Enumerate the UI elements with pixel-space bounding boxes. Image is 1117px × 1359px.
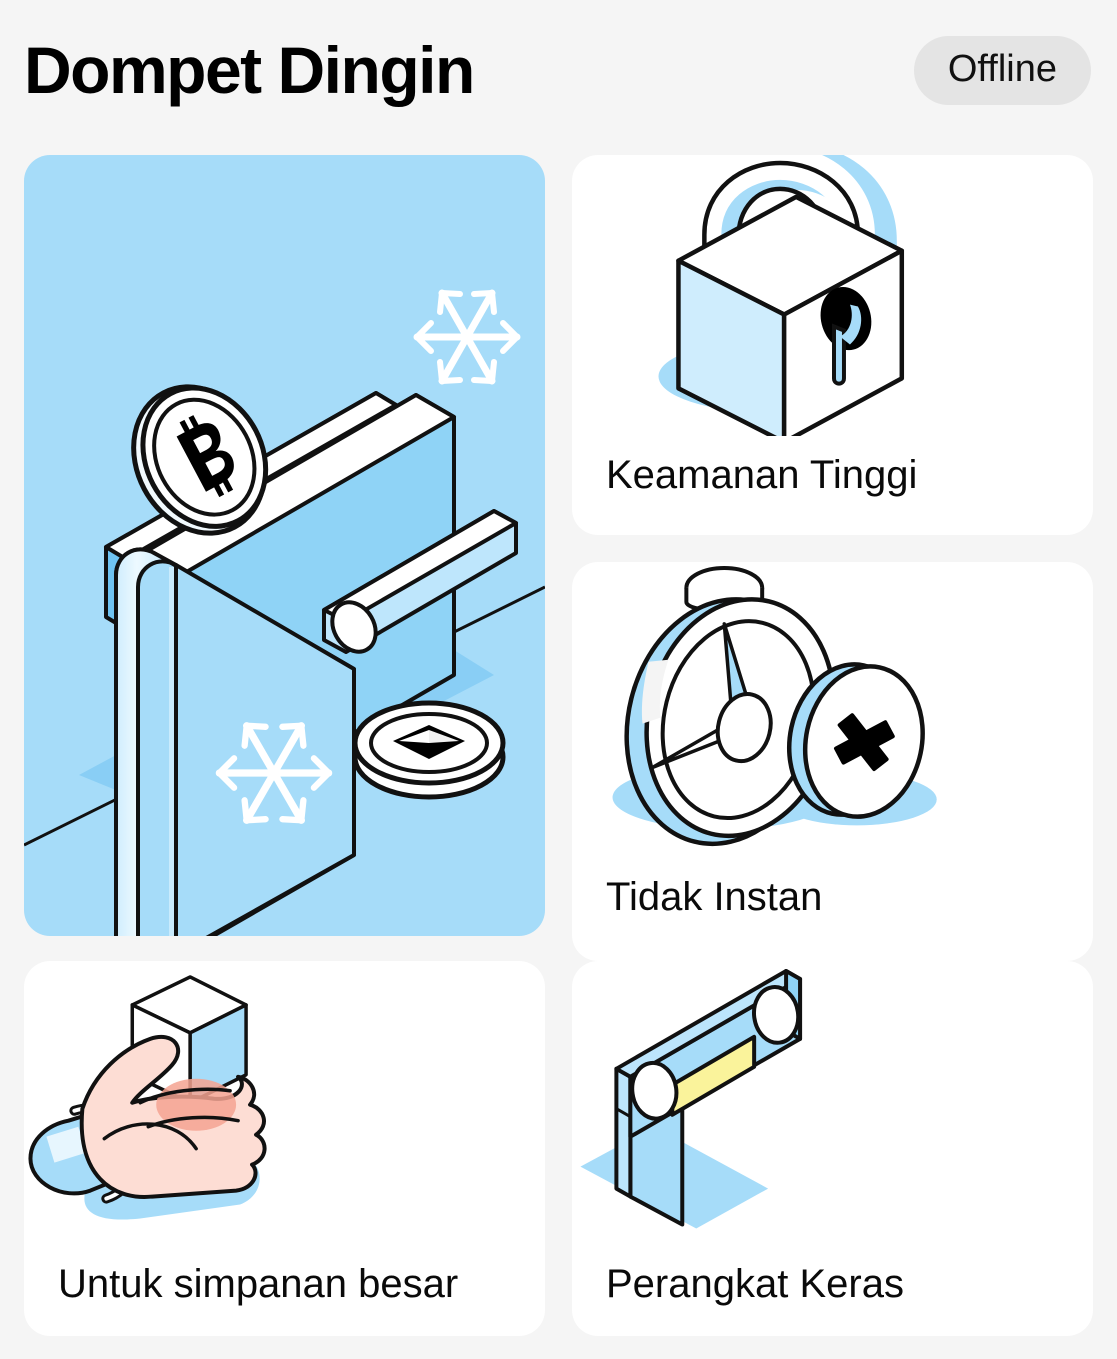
feature-card-perangkat-keras[interactable]: Perangkat Keras xyxy=(572,961,1093,1336)
page-title: Dompet Dingin xyxy=(24,33,475,107)
ethereum-coin xyxy=(352,700,506,800)
stopwatch-x-icon xyxy=(612,565,937,847)
card-label: Tidak Instan xyxy=(606,875,823,919)
hardware-device-icon xyxy=(580,968,803,1229)
feature-card-tidak-instan[interactable]: Tidak Instan xyxy=(572,562,1093,961)
page-header: Dompet Dingin Offline xyxy=(0,0,1117,140)
card-label: Untuk simpanan besar xyxy=(58,1262,459,1306)
status-badge: Offline xyxy=(913,35,1091,105)
bitcoin-coin xyxy=(131,384,269,536)
card-label: Perangkat Keras xyxy=(606,1262,904,1306)
card-label: Keamanan Tinggi xyxy=(606,453,918,497)
hero-card-cold-wallet[interactable] xyxy=(24,155,545,936)
feature-card-untuk-simpanan-besar[interactable]: Untuk simpanan besar xyxy=(24,961,545,1336)
feature-grid: Keamanan Tinggi xyxy=(24,155,1093,1336)
feature-card-keamanan-tinggi[interactable]: Keamanan Tinggi xyxy=(572,155,1093,535)
hand-cube-icon xyxy=(28,975,267,1220)
padlock-icon xyxy=(658,155,905,437)
cold-wallet-illustration xyxy=(24,289,545,936)
